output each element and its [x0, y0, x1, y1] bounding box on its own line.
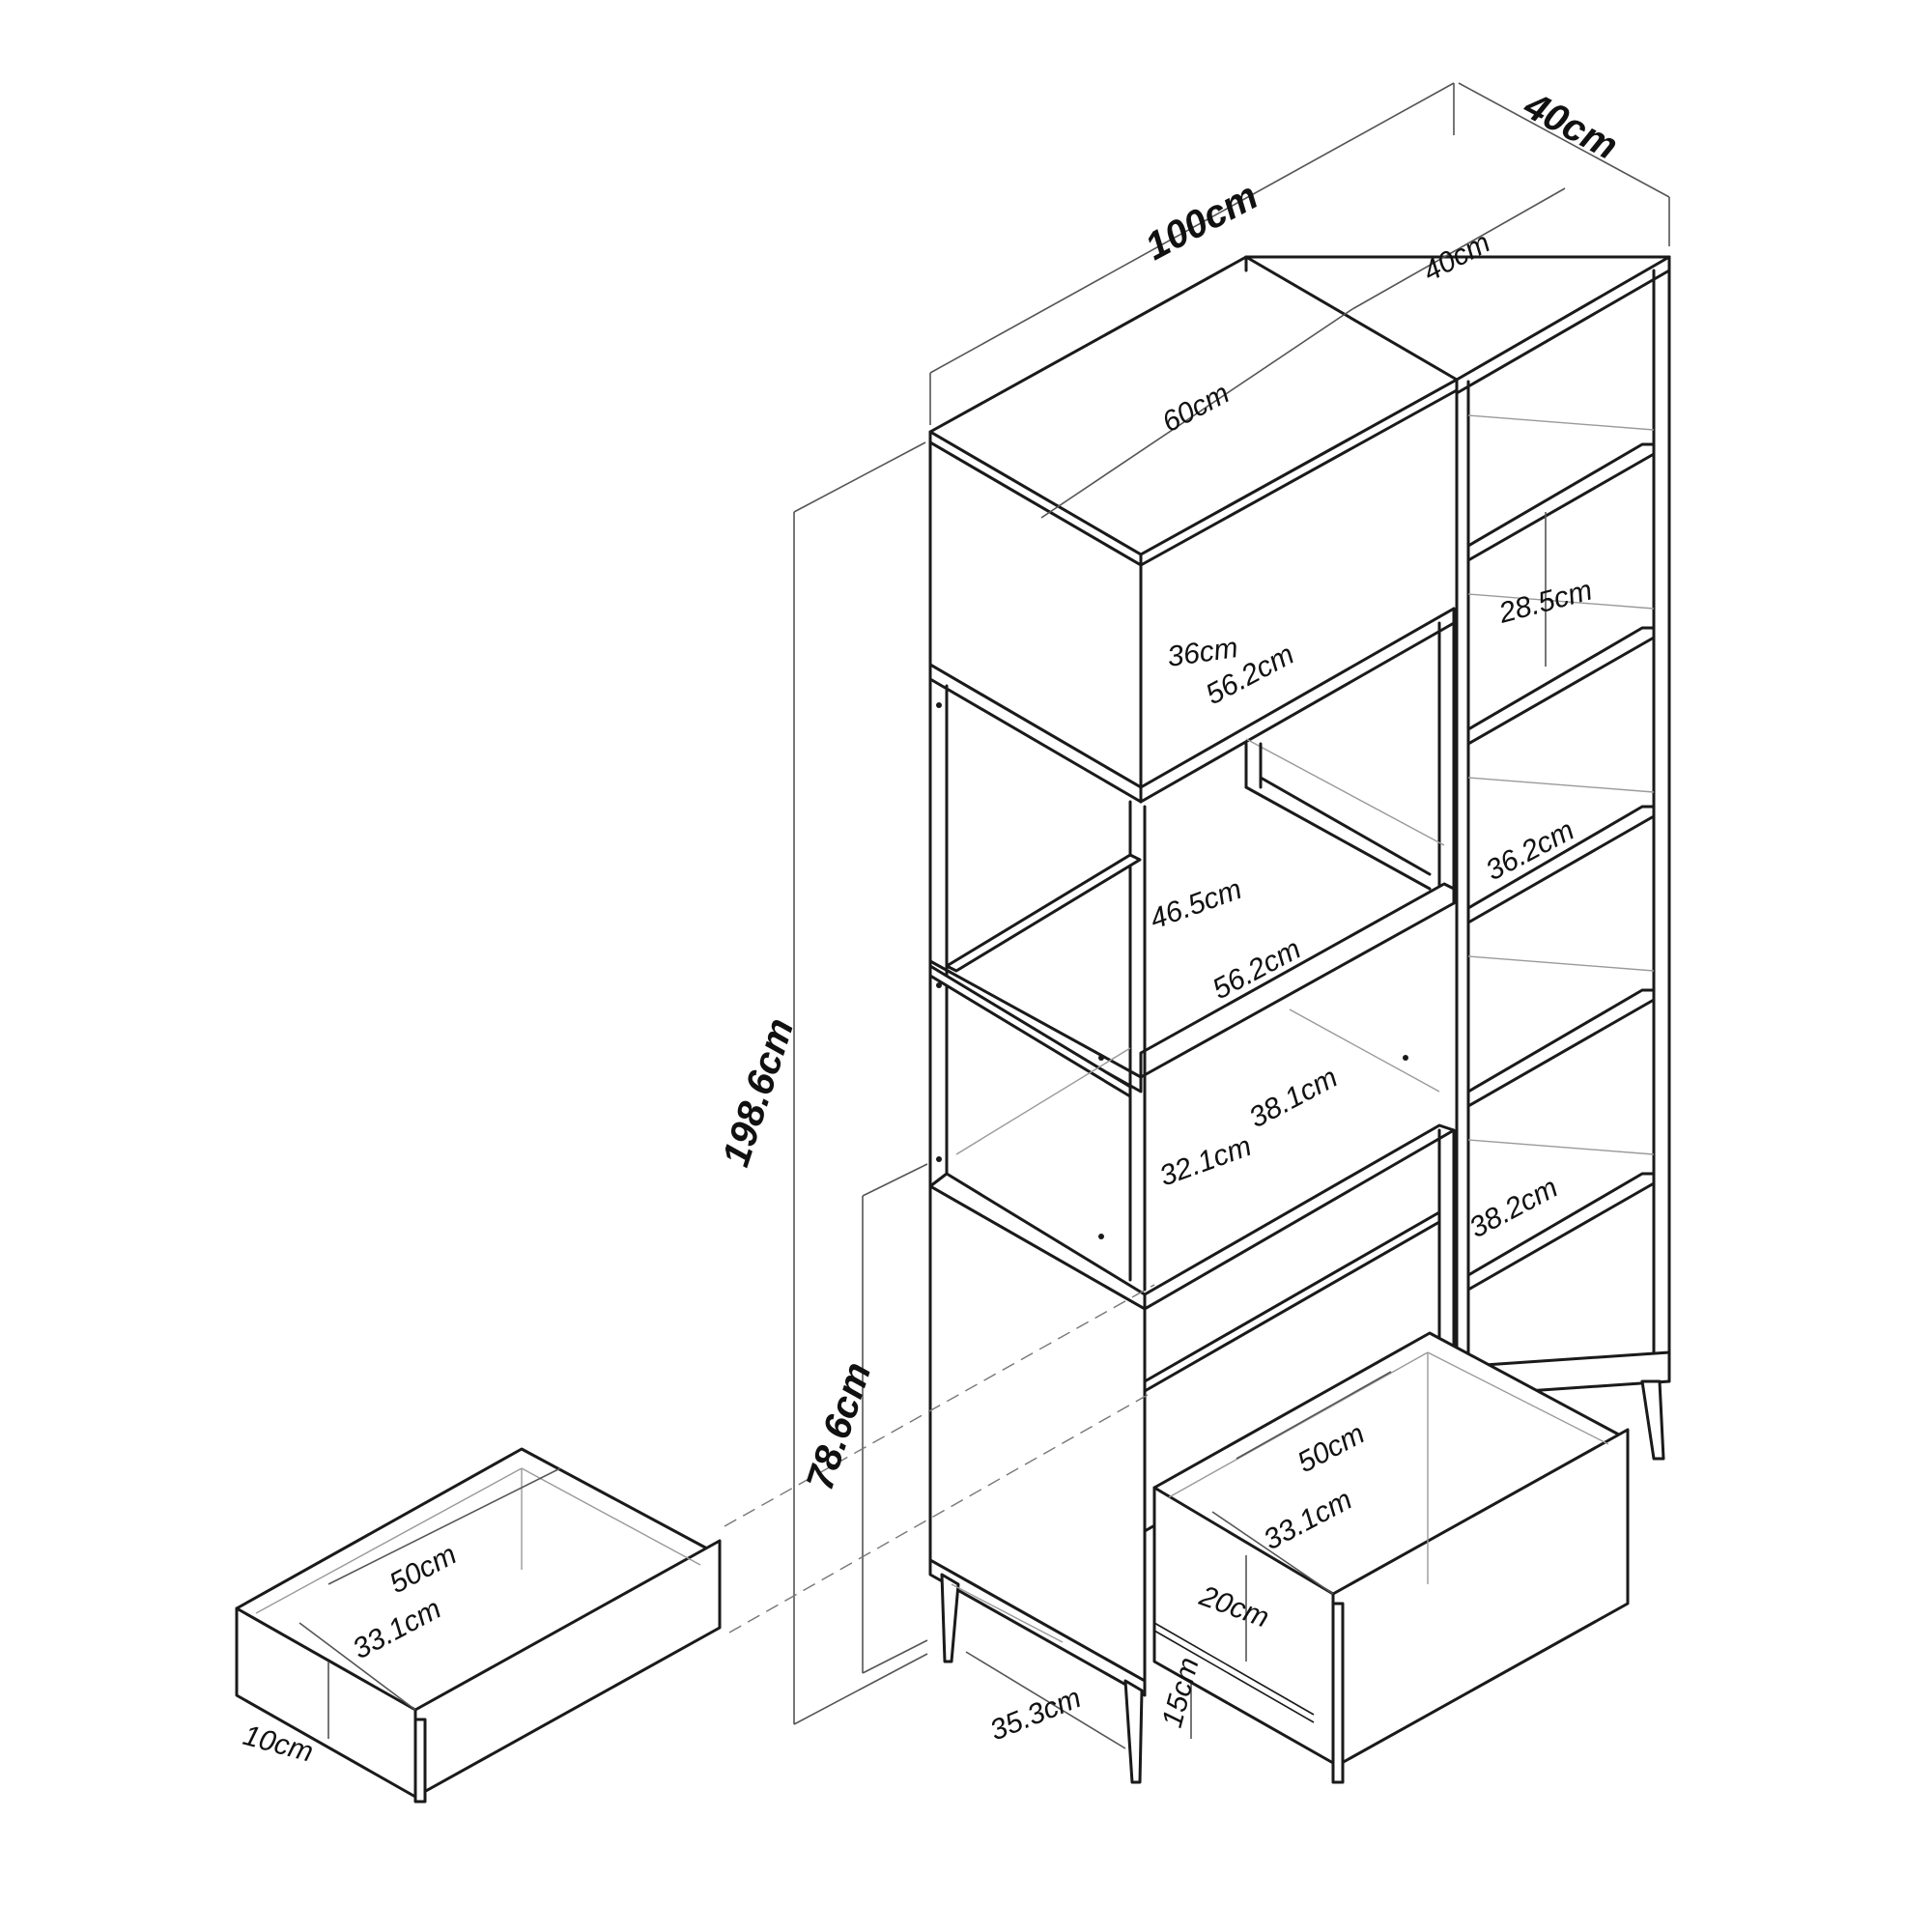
- top-cabinet: [928, 187, 1566, 789]
- label-overall-width: 100cm: [1139, 175, 1265, 269]
- lower-cabinet: [928, 1128, 1456, 1784]
- label-lower-cabinet-height: 78.6cm: [799, 1357, 880, 1495]
- label-open-section-height: 46.5cm: [1146, 873, 1246, 936]
- upper-open-compartment: [928, 607, 1456, 1094]
- label-leg-spacing: 35.3cm: [985, 1682, 1086, 1747]
- overall-dimension-lines: [793, 82, 1670, 1725]
- label-overall-height: 198.6cm: [715, 1013, 803, 1172]
- label-overall-depth: 40cm: [1517, 84, 1625, 168]
- label-lower-open-height: 32.1cm: [1155, 1130, 1256, 1193]
- label-lower-open-depth: 38.1cm: [1244, 1062, 1343, 1134]
- projection-lines: [724, 1284, 1155, 1634]
- loose-drawer: [235, 1447, 722, 1804]
- open-drawer: [1152, 1331, 1630, 1784]
